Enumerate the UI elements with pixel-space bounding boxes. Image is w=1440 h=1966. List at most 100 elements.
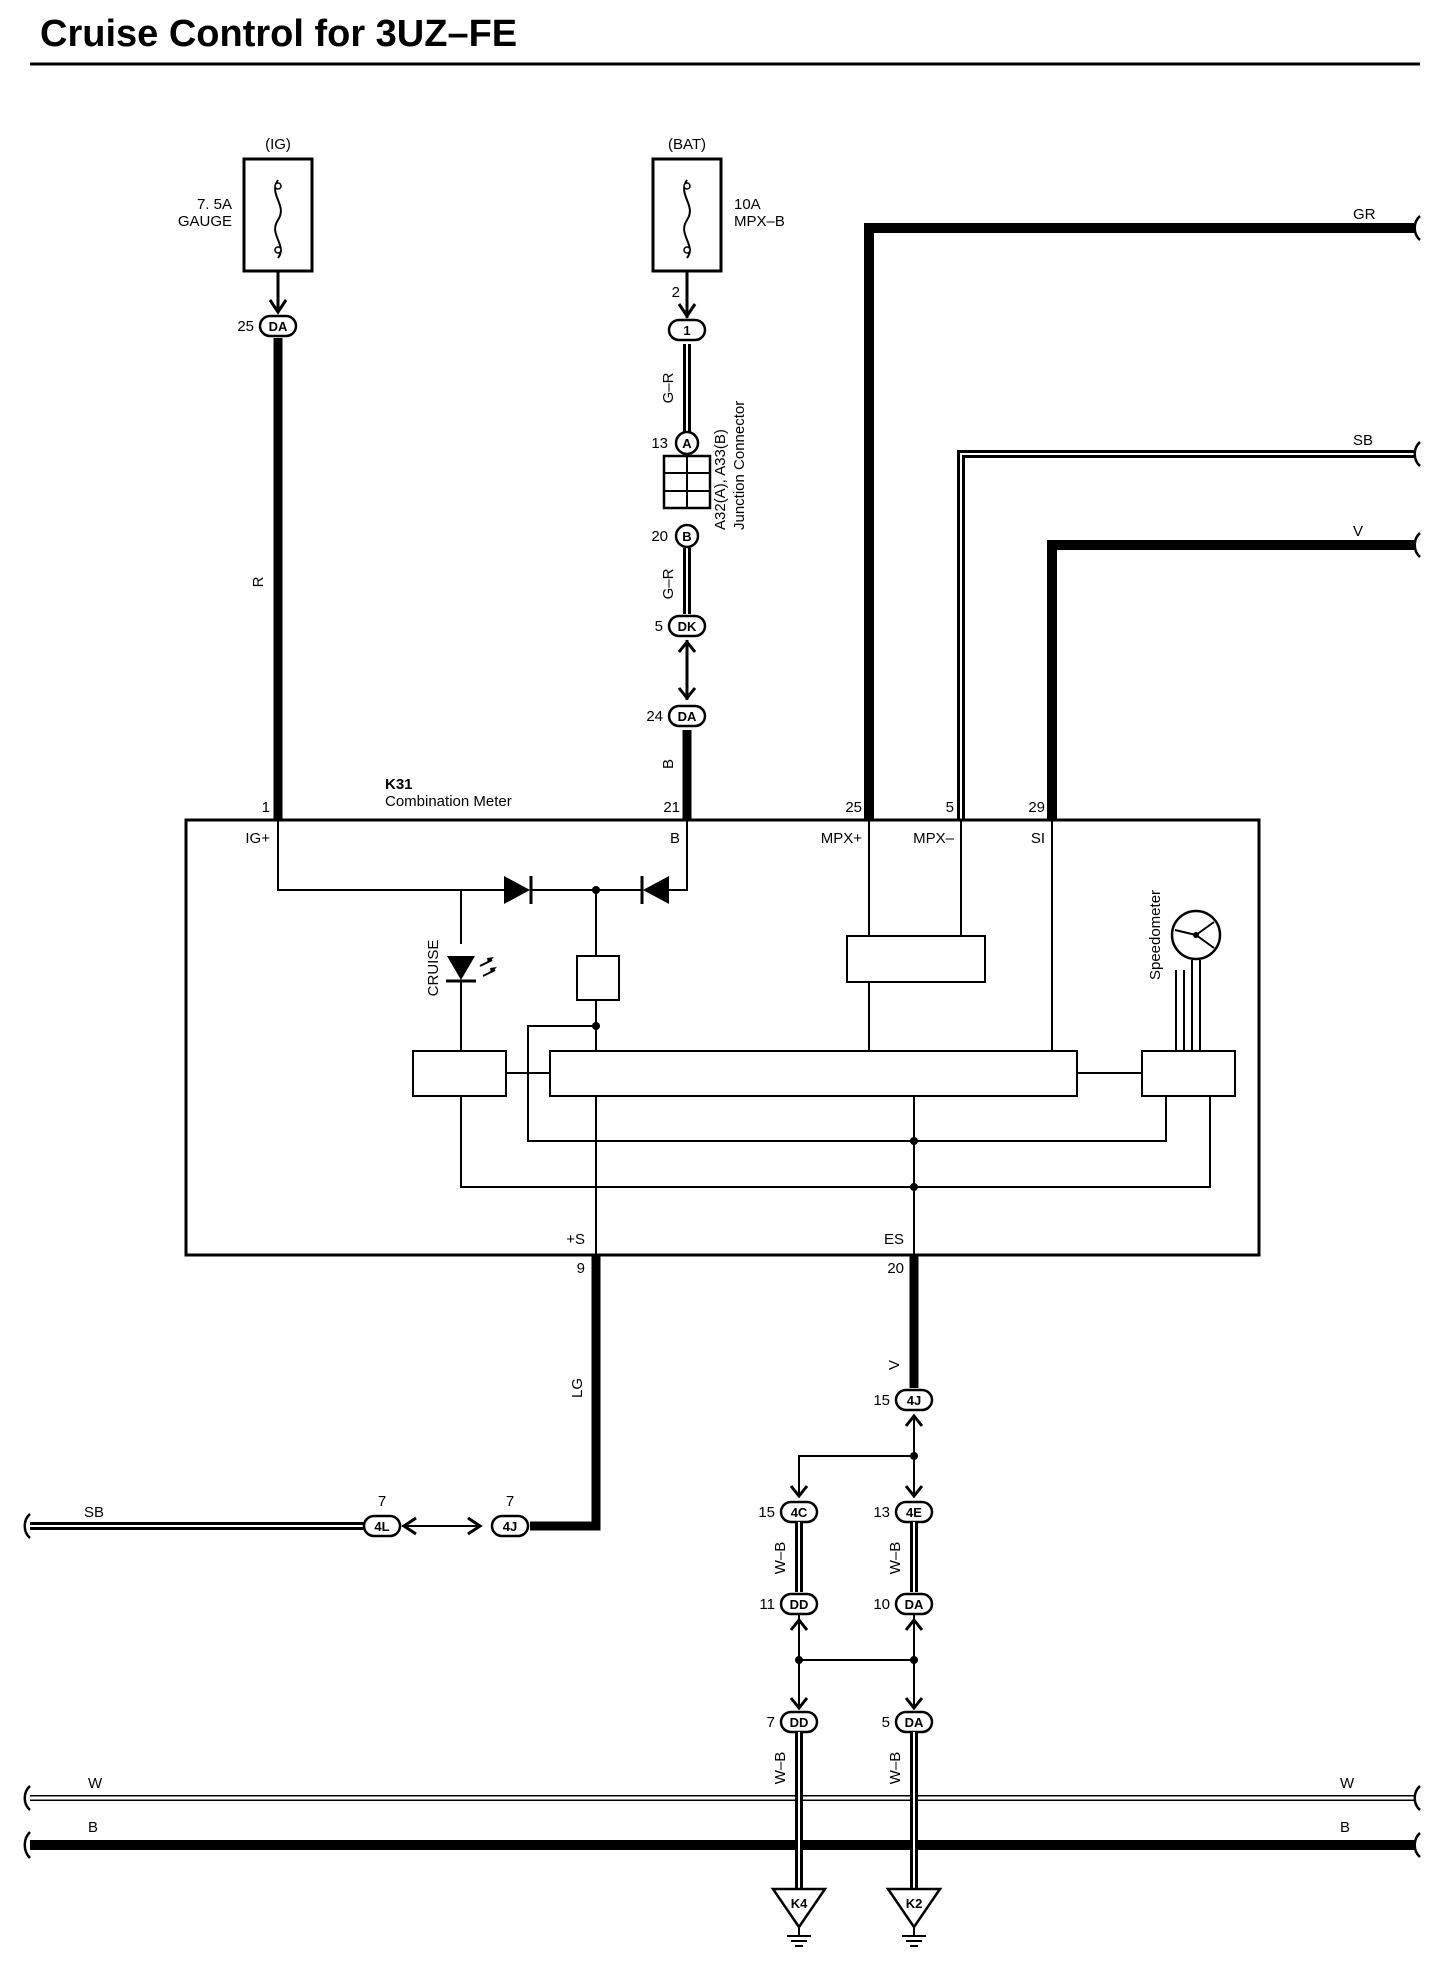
wire-end-icon bbox=[23, 1785, 31, 1811]
connector-dd-7: DD 7 bbox=[767, 1710, 819, 1734]
connector-pin: 7 bbox=[506, 1493, 514, 1510]
cruise-indicator-label: CRUISE bbox=[425, 940, 442, 997]
meter-pin: 20 bbox=[887, 1260, 904, 1277]
diode-icon bbox=[640, 876, 669, 904]
speedometer-icon bbox=[1170, 909, 1222, 961]
wire-color-gr-top: GR bbox=[1353, 206, 1376, 223]
meter-internal-circuit bbox=[277, 820, 1236, 1255]
connector-da-5: DA 5 bbox=[882, 1710, 934, 1734]
connector-4c-15: 4C 15 bbox=[758, 1500, 819, 1524]
cruise-indicator-led-icon bbox=[446, 956, 497, 983]
connector-code: DK bbox=[678, 619, 697, 634]
connector-4j-7: 4J 7 bbox=[467, 1493, 530, 1538]
fuse-mpxb-box bbox=[651, 157, 723, 273]
ground-icon bbox=[770, 1887, 828, 1930]
wire-color-sb-left: SB bbox=[84, 1504, 104, 1521]
connector-code: DA bbox=[269, 319, 288, 334]
meter-pin: 25 bbox=[845, 799, 862, 816]
wire-end-icon bbox=[23, 1513, 31, 1539]
connector-dk-5: DK 5 bbox=[655, 614, 707, 701]
fuse-terminal-icon bbox=[683, 246, 691, 254]
connector-pin: 20 bbox=[651, 528, 668, 545]
arrow-down-icon bbox=[268, 299, 288, 315]
connector-dd-11: DD 11 bbox=[759, 1592, 819, 1616]
connector-pin: 10 bbox=[873, 1596, 890, 1613]
arrow-down-icon bbox=[677, 303, 697, 319]
wire-bridge bbox=[798, 1614, 915, 1708]
wire-color-sb-top: SB bbox=[1353, 432, 1373, 449]
connector-code: B bbox=[682, 529, 691, 544]
arrow-up-icon bbox=[789, 1617, 809, 1631]
arrow-up-icon bbox=[904, 1617, 924, 1631]
arrow-down-icon bbox=[789, 1697, 809, 1711]
meter-pin: 29 bbox=[1028, 799, 1045, 816]
connector-code: 4E bbox=[906, 1505, 922, 1520]
wire-wb bbox=[795, 1522, 918, 1592]
wire-color-b: B bbox=[1340, 1819, 1350, 1836]
wire-v-top bbox=[1047, 540, 1414, 820]
meter-terminal: B bbox=[670, 830, 680, 847]
connector-pin: 25 bbox=[237, 318, 254, 335]
meter-terminal: +S bbox=[566, 1231, 585, 1248]
ground-label: K4 bbox=[791, 1896, 808, 1911]
connector-pin: 11 bbox=[759, 1596, 775, 1613]
connector-code: A bbox=[682, 436, 692, 451]
wire-color-v-es: V bbox=[886, 1360, 903, 1370]
fuse-gauge: (IG) 7. 5A GAUGE bbox=[178, 136, 314, 273]
junction-dot bbox=[910, 1452, 918, 1460]
connector-1-2: 1 2 bbox=[667, 284, 707, 342]
connector-code: DA bbox=[905, 1715, 924, 1730]
arrow-right-icon bbox=[467, 1516, 483, 1536]
arrow-down-icon bbox=[789, 1485, 809, 1499]
wire-color-wb: W–B bbox=[887, 1542, 904, 1575]
connector-pin: 7 bbox=[378, 1493, 386, 1510]
fuse-gauge-name: GAUGE bbox=[178, 213, 232, 230]
wire-color-r: R bbox=[250, 576, 267, 587]
junction-dot bbox=[910, 1137, 918, 1145]
wire-wb-ground bbox=[795, 1732, 918, 1889]
junction-dot bbox=[592, 1022, 600, 1030]
arrow-down-icon bbox=[904, 1697, 924, 1711]
connector-4j-15: 4J 15 bbox=[873, 1388, 934, 1427]
speedometer-label: Speedometer bbox=[1147, 890, 1164, 980]
meter-pin: 21 bbox=[663, 799, 680, 816]
meter-pin: 1 bbox=[262, 799, 270, 816]
connector-pin: 13 bbox=[873, 1504, 890, 1521]
diode-icon bbox=[504, 876, 533, 904]
arrow-left-icon bbox=[401, 1516, 417, 1536]
connector-da-24: DA 24 bbox=[646, 704, 707, 728]
wire-color-wb: W–B bbox=[772, 1752, 789, 1785]
connector-pin: 2 bbox=[672, 284, 680, 301]
wire-color-v-top: V bbox=[1353, 523, 1363, 540]
arrow-up-icon bbox=[677, 639, 697, 653]
junction-dot bbox=[910, 1656, 918, 1664]
wire-color-b: B bbox=[88, 1819, 98, 1836]
combination-meter: K31 Combination Meter 1 21 25 5 29 IG+ B… bbox=[184, 776, 1261, 1277]
wire-gr-top bbox=[864, 223, 1414, 820]
connector-4e-13: 4E 13 bbox=[873, 1500, 934, 1524]
fuse-gauge-source: (IG) bbox=[265, 136, 291, 153]
junction-dot bbox=[795, 1656, 803, 1664]
connector-code: DA bbox=[678, 709, 697, 724]
junction-connector: A 13 B 20 A32(A), A33(B) Junction Connec… bbox=[651, 401, 748, 549]
wire-sb-top bbox=[957, 450, 1414, 820]
wire-lg bbox=[530, 1255, 601, 1531]
connector-da-25: DA 25 bbox=[237, 299, 298, 338]
connector-code: 4L bbox=[374, 1519, 389, 1534]
wire-color-w: W bbox=[1340, 1775, 1355, 1792]
connector-code: 4J bbox=[503, 1519, 517, 1534]
connector-code: DA bbox=[905, 1597, 924, 1612]
wire-color-wb: W–B bbox=[887, 1752, 904, 1785]
meter-terminal: ES bbox=[884, 1231, 904, 1248]
wire-color-lg: LG bbox=[569, 1378, 586, 1398]
connector-code: 1 bbox=[683, 323, 690, 338]
ground-k4: K4 bbox=[770, 1887, 828, 1947]
connector-pin: 13 bbox=[651, 435, 668, 452]
connector-pin: 15 bbox=[758, 1504, 775, 1521]
junction-name: Junction Connector bbox=[731, 401, 748, 530]
arrow-down-icon bbox=[677, 687, 697, 701]
connector-pin: 5 bbox=[655, 618, 663, 635]
junction-code: A32(A), A33(B) bbox=[712, 429, 729, 530]
meter-code: K31 bbox=[385, 776, 413, 793]
